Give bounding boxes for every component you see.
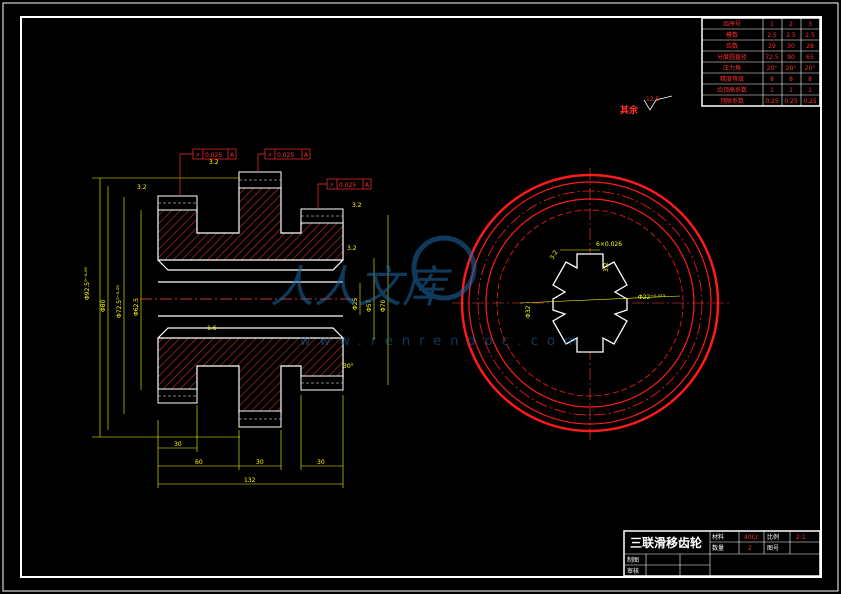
param-value: 1 [808, 87, 812, 94]
roughness-rest: 其余 12.5 [620, 95, 673, 116]
drawing-title: 三联滑移齿轮 [630, 535, 703, 550]
watermark-url: www.renrendoc.com [300, 334, 586, 349]
param-value: 8 [789, 76, 793, 83]
watermark-logo-icon [411, 235, 477, 301]
material-label: 材料 [712, 533, 724, 541]
param-label: 分度圆直径 [717, 53, 747, 61]
dim-label: Φ92.5⁰⁻⁰·⁰⁹ [84, 267, 91, 300]
drawing-no-label: 图号 [767, 545, 779, 552]
dim-label: 30 [174, 441, 182, 448]
inner-frame [20, 16, 822, 578]
param-value: 8 [770, 76, 774, 83]
param-value: 1 [770, 21, 774, 28]
param-label: 齿顶高系数 [717, 86, 747, 94]
param-value: 20° [767, 65, 778, 72]
end-label: Φ32 [525, 305, 532, 318]
param-value: 0.25 [784, 98, 798, 105]
keyway-label: 6×0.026 [596, 241, 622, 248]
param-value: 65 [806, 54, 814, 61]
section-view [140, 171, 360, 428]
dim-label: 132 [244, 477, 256, 484]
roughness-label: 1.6 [207, 325, 217, 332]
dim-label: 60 [195, 459, 203, 466]
watermark-text: 人人文库 [270, 262, 453, 313]
param-value: 90 [787, 54, 795, 61]
dim-label: Φ70 [380, 299, 387, 312]
dim-label: Φ62.5 [133, 298, 140, 316]
end-label: 3.2 [549, 249, 560, 261]
param-value: 2 [789, 21, 793, 28]
param-value: 28 [806, 43, 814, 50]
param-value: 1 [770, 87, 774, 94]
drawer-label: 制图 [627, 556, 639, 564]
checker-label: 审核 [627, 567, 639, 575]
watermark: 人人文库 www.renrendoc.com [270, 235, 586, 349]
param-label: 顶隙系数 [720, 97, 744, 105]
section-dimensions [92, 177, 389, 488]
spline-bore [552, 253, 628, 353]
param-value: 2.5 [805, 32, 815, 39]
param-value: 30 [787, 43, 795, 50]
param-value: 2.5 [786, 32, 796, 39]
param-value: 20° [805, 65, 816, 72]
roughness-symbol-icon [643, 95, 673, 111]
rest-value: 12.5 [646, 96, 660, 103]
param-label: 压力角 [723, 64, 741, 72]
param-value: 3 [808, 21, 812, 28]
roughness-label: 3.2 [352, 202, 362, 209]
tolerance-frames: ↗ 0.025 A ↗ 0.025 A ↗ 0.025 A [179, 148, 372, 209]
tol-datum: A [230, 152, 235, 159]
material-value: 40Cr [744, 534, 759, 541]
end-label: Φ22⁺⁰·⁰²³ [638, 294, 666, 301]
end-view [452, 168, 730, 440]
qty-label: 数量 [712, 544, 724, 552]
dim-label: Φ25 [352, 297, 359, 310]
dim-label: 30 [256, 459, 264, 466]
roughness-label: 3.2 [137, 184, 147, 191]
param-value: 1 [789, 87, 793, 94]
tol-value: 0.025 [205, 152, 222, 159]
param-label: 齿序号 [723, 20, 741, 28]
param-value: 8 [808, 76, 812, 83]
tol-value: 0.025 [339, 182, 356, 189]
tol-symbol-icon: ↗ [267, 152, 272, 159]
dim-label: Φ57 [366, 299, 373, 312]
qty-value: 2 [748, 545, 752, 552]
param-table: 齿序号 1 2 3 模数 2.5 2.5 2.5 齿数 29 30 28 分度圆… [701, 17, 821, 107]
end-label: 3.2 [603, 262, 610, 272]
param-label: 精度等级 [720, 75, 744, 83]
roughness-label: 3.2 [209, 159, 219, 166]
param-value: 0.25 [765, 98, 779, 105]
param-value: 20° [786, 65, 797, 72]
param-value: 72.5 [765, 54, 779, 61]
param-label: 模数 [726, 31, 738, 39]
param-value: 2.5 [767, 32, 777, 39]
tol-datum: A [365, 182, 370, 189]
param-label: 齿数 [726, 42, 738, 50]
chamfer-label: 30° [343, 363, 354, 370]
title-block: 三联滑移齿轮 材料 40Cr 比例 2:1 数量 2 图号 制图 审核 [623, 530, 821, 577]
rest-label: 其余 [620, 104, 639, 116]
dim-label: 30 [317, 459, 325, 466]
tol-symbol-icon: ↗ [329, 182, 334, 189]
dim-label: Φ72.5⁰⁻⁰·⁰⁹ [116, 285, 123, 318]
roughness-label: 3.2 [347, 245, 357, 252]
scale-label: 比例 [767, 533, 779, 541]
scale-value: 2:1 [796, 534, 806, 541]
param-value: 0.25 [803, 98, 817, 105]
param-value: 29 [768, 43, 776, 50]
tol-datum: A [304, 152, 309, 159]
tol-value: 0.025 [277, 152, 294, 159]
tol-symbol-icon: ↗ [195, 152, 200, 159]
dim-label: Φ80 [100, 299, 107, 312]
